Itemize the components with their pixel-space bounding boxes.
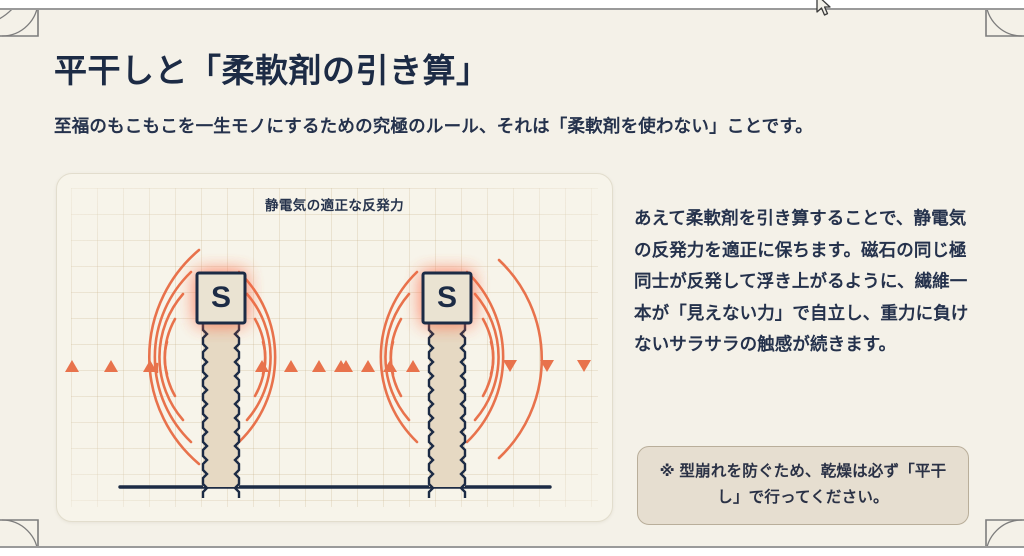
magnet-block-right: S bbox=[421, 271, 473, 325]
magnet-pole-label-right: S bbox=[437, 281, 457, 314]
field-direction-arrows bbox=[65, 360, 591, 372]
field-arcs-outer bbox=[148, 248, 201, 466]
magnet-pole-label-left: S bbox=[211, 281, 231, 314]
fiber-column-left bbox=[201, 324, 241, 498]
note-callout: ※ 型崩れを防ぐため、乾燥は必ず「平干し」で行ってください。 bbox=[637, 446, 969, 525]
window-chrome-top bbox=[0, 0, 1024, 10]
window-chrome-bottom bbox=[0, 546, 1024, 556]
diagram-label: 静電気の適正な反発力 bbox=[265, 198, 404, 213]
corner-decoration-top-right bbox=[954, 0, 1024, 68]
diagram-panel: 静電気の適正な反発力 bbox=[56, 173, 613, 522]
page-title: 平干しと「柔軟剤の引き算」 bbox=[54, 52, 490, 89]
static-repulsion-illustration: S S bbox=[65, 248, 591, 498]
magnet-block-left: S bbox=[195, 271, 247, 325]
body-paragraph: あえて柔軟剤を引き算することで、静電気の反発力を適正に保ちます。磁石の同じ極同士… bbox=[634, 208, 969, 354]
page-subtitle: 至福のもこもこを一生モノにするための究極のルール、それは「柔軟剤を使わない」こと… bbox=[54, 116, 813, 136]
fiber-column-right bbox=[427, 324, 467, 498]
field-arcs-left bbox=[153, 270, 277, 444]
field-arcs-right bbox=[379, 258, 543, 460]
